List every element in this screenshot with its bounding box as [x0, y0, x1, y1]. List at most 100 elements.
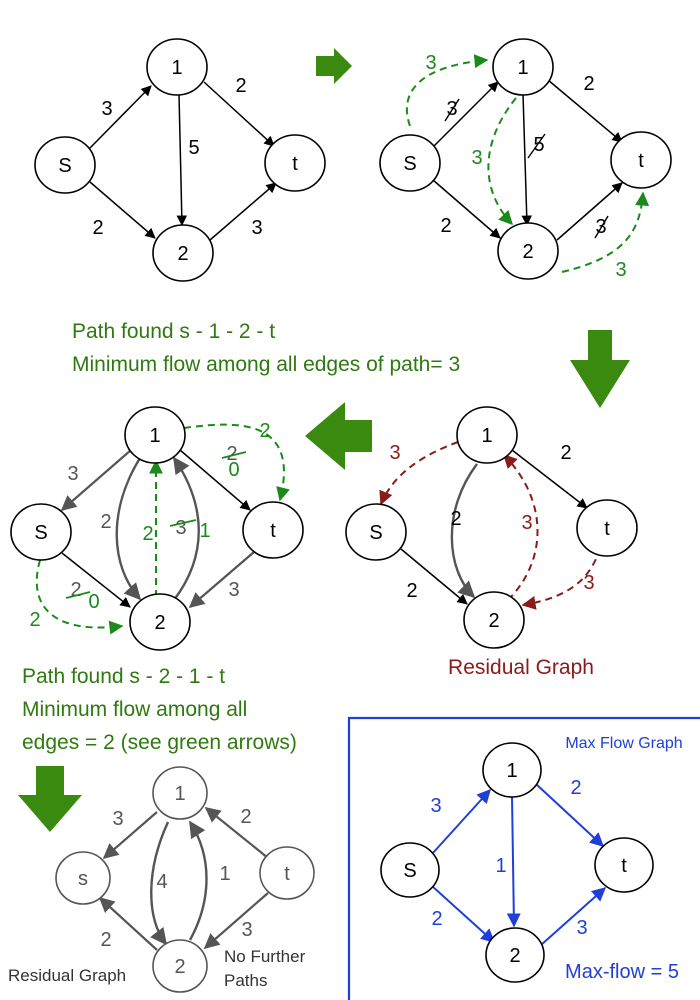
max-flow-title: Max Flow Graph	[565, 735, 682, 752]
no-further-paths-caption: Paths	[224, 971, 267, 990]
flow-label: 2	[142, 523, 153, 545]
node-label: 1	[171, 57, 182, 79]
strike-mark	[527, 133, 546, 159]
capacity-label: 2	[235, 75, 246, 97]
edge-1-2	[150, 821, 170, 946]
node-label: 2	[154, 612, 165, 634]
edge-2-s	[98, 896, 158, 951]
node-2	[497, 222, 559, 280]
residual-label: 3	[112, 808, 123, 830]
residual-graph-caption: Residual Graph	[448, 656, 594, 679]
residual-label: 4	[156, 871, 167, 893]
path-found-caption: Path found s - 2 - 1 - t	[22, 665, 225, 688]
no-further-paths-caption: No Further	[224, 947, 306, 966]
flow-label: 2	[570, 777, 581, 799]
edge-1-2	[521, 93, 532, 227]
flow-arrow-2-t	[561, 191, 650, 273]
edge-2-1	[188, 820, 208, 941]
node-s	[380, 842, 440, 898]
flow-label: 1	[495, 855, 506, 877]
flow-label: 3	[471, 147, 482, 169]
new-capacity-label: 0	[88, 591, 99, 613]
edge-2-t	[209, 182, 277, 241]
residual-arrow-1-s	[379, 441, 459, 506]
capacity-label: 5	[188, 137, 199, 159]
min-flow-caption: Minimum flow among all	[22, 698, 247, 721]
min-flow-caption: edges = 2 (see green arrows)	[22, 731, 297, 754]
residual-label: 3	[389, 442, 400, 464]
edge-s-2	[400, 548, 468, 605]
node-1	[482, 742, 542, 798]
edge-t-2	[203, 892, 269, 950]
residual-label: 2	[100, 929, 111, 951]
edge-1-2	[450, 463, 478, 599]
edge-2-1	[173, 456, 200, 601]
edge-t-1	[204, 807, 269, 859]
residual-label: 1	[219, 863, 230, 885]
flow-label: 3	[576, 917, 587, 939]
flow-label: 2	[259, 420, 270, 442]
strike-mark	[169, 519, 197, 527]
graph-residual-1: 1 S t 2 3 2 2 3 3 2	[345, 406, 638, 649]
node-2	[152, 939, 208, 993]
node-t	[594, 837, 654, 893]
flow-label: 3	[430, 795, 441, 817]
node-label: 1	[506, 760, 517, 782]
flow-arrow-1-t	[183, 423, 290, 502]
strike-mark	[65, 591, 91, 599]
flow-label: 3	[425, 52, 436, 74]
node-label: t	[270, 520, 276, 542]
edge-1-2	[115, 457, 142, 601]
node-t	[576, 499, 638, 557]
node-s	[345, 503, 407, 561]
node-1	[492, 38, 554, 96]
edge-s-2	[89, 181, 156, 239]
new-capacity-label: 0	[228, 459, 239, 481]
node-2	[463, 591, 525, 649]
edge-1-s	[102, 811, 158, 860]
strike-mark	[221, 451, 247, 459]
edge-s-1	[431, 788, 491, 855]
flow-arrow-s-2	[35, 559, 124, 635]
node-label: S	[34, 522, 47, 544]
edge-s-1	[432, 81, 499, 148]
old-capacity-label: 2	[70, 579, 81, 601]
residual-arrow-t-2	[521, 547, 601, 610]
edge-s-1	[89, 85, 152, 149]
capacity-label: 2	[450, 508, 461, 530]
old-capacity-label: 3	[175, 517, 186, 539]
capacity-label: 5	[533, 134, 544, 156]
node-1	[124, 406, 186, 464]
node-label: 1	[149, 425, 160, 447]
edge-1-2	[506, 795, 521, 928]
flow-label: 2	[431, 908, 442, 930]
graph-original: S 1 2 t 3 2 5 2 3	[34, 38, 326, 282]
node-2	[485, 927, 545, 983]
edge-1-t	[179, 449, 251, 511]
node-label: 2	[177, 243, 188, 265]
node-t	[264, 134, 326, 192]
node-label: s	[78, 868, 88, 890]
edge-s-2	[432, 179, 501, 239]
edge-2-t	[556, 182, 623, 241]
graph-residual-2: 1 s t 2 3 4 1 2 3 2	[55, 766, 315, 993]
strike-mark	[444, 98, 460, 122]
old-capacity-label: 2	[226, 443, 237, 465]
min-flow-caption: Minimum flow among all edges of path= 3	[72, 353, 460, 376]
step-arrow-right	[316, 48, 352, 84]
capacity-label: 2	[560, 442, 571, 464]
residual-graph-caption: Residual Graph	[8, 966, 126, 985]
new-capacity-label: 1	[199, 520, 210, 542]
edge-2-t	[540, 887, 607, 946]
capacity-label: 3	[251, 217, 262, 239]
flow-arrow-s-1	[405, 54, 489, 127]
step-arrow-down	[570, 330, 630, 408]
capacity-label: 2	[92, 217, 103, 239]
panel-border	[347, 716, 700, 1000]
node-label: S	[369, 522, 382, 544]
node-label: t	[638, 150, 644, 172]
residual-label: 3	[583, 572, 594, 594]
node-s	[10, 503, 72, 561]
strike-mark	[594, 215, 609, 239]
capacity-label: 2	[440, 215, 451, 237]
